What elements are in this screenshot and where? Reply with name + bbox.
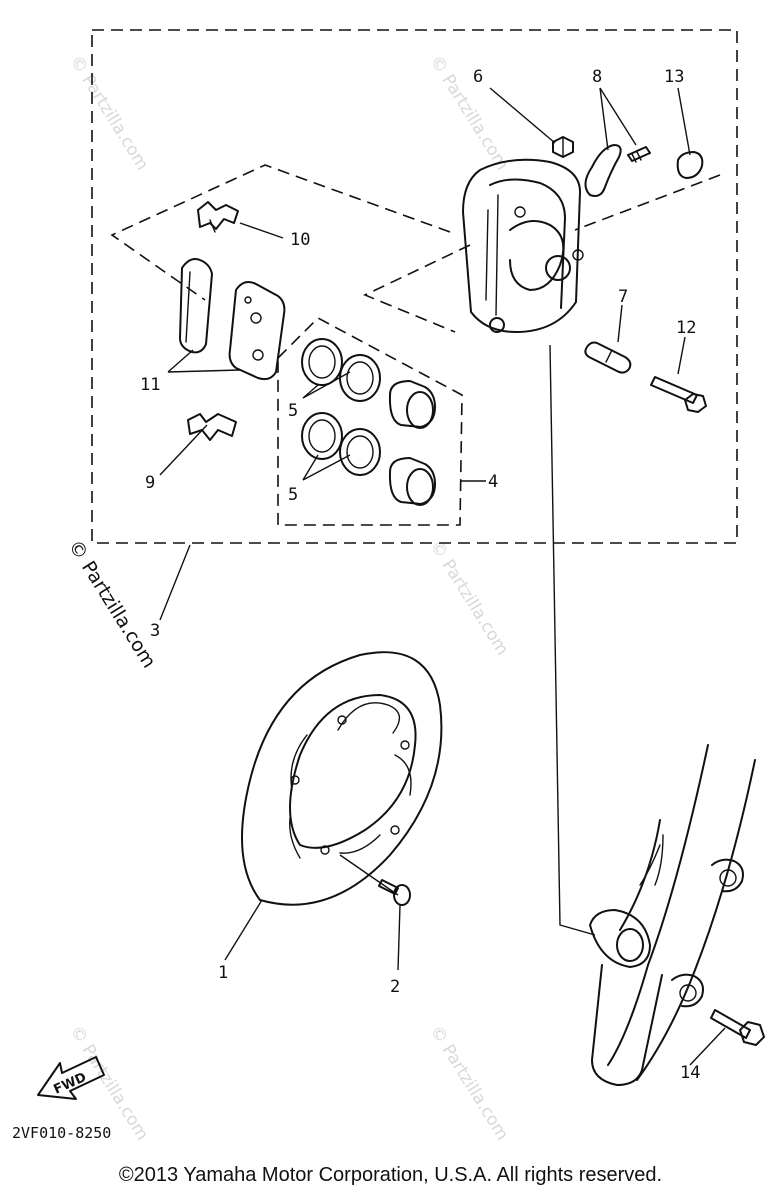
callout-label: 11: [140, 375, 160, 395]
callout-label: 10: [290, 230, 310, 250]
callout-label: 7: [618, 287, 628, 307]
front-fork-leg: [589, 744, 756, 1086]
watermark: © Partzilla.com: [426, 537, 512, 659]
fwd-label: FWD: [52, 1070, 89, 1098]
copyright-footer: ©2013 Yamaha Motor Corporation, U.S.A. A…: [118, 1164, 663, 1186]
callout-label: 5: [288, 485, 298, 505]
callout-label: 13: [664, 67, 684, 87]
caliper-pin: [584, 341, 632, 374]
watermark: © Partzilla.com: [66, 52, 152, 174]
watermark: © Partzilla.com: [426, 1022, 512, 1144]
caliper-cap: [676, 151, 704, 179]
callout-label: 1: [218, 963, 228, 983]
pistons: [388, 380, 436, 506]
bleed-screw: [552, 136, 574, 158]
hose-guide: [584, 144, 651, 197]
callout-label: 2: [390, 977, 400, 997]
callout-label: 5: [288, 401, 298, 421]
caliper-group-outline: [363, 244, 471, 333]
fork-bolt: [710, 1009, 765, 1046]
caliper-bolt: [650, 376, 707, 413]
diagram-code: 2VF010-8250: [12, 1124, 111, 1142]
caliper-front-dash: [574, 174, 721, 231]
watermark: © Partzilla.com: [426, 52, 512, 174]
callout-label: 14: [680, 1063, 700, 1083]
callout-label: 12: [676, 318, 696, 338]
watermarks: © Partzilla.com © Partzilla.com © Partzi…: [66, 52, 512, 1144]
caliper-body: [462, 158, 584, 333]
callout-label: 8: [592, 67, 602, 87]
piston-seals: [301, 338, 381, 476]
seal-kit-box: [277, 317, 463, 526]
brake-disc: [241, 651, 443, 906]
watermark-dark: © Partzilla.com: [64, 536, 160, 672]
callout-label: 4: [488, 472, 498, 492]
callout-label: 9: [145, 473, 155, 493]
callout-label: 3: [150, 621, 160, 641]
pad-group-outline: [110, 164, 451, 301]
callouts: 1 2 3 4 5 5 6 7 8 9 10 11 12 13 14: [140, 67, 700, 1083]
pad-spring-bottom: [187, 413, 237, 441]
pad-spring-top: [197, 201, 239, 233]
caliper-assembly-box: [91, 29, 738, 544]
disc-screw: [378, 879, 411, 906]
brake-pads: [179, 258, 286, 381]
callout-label: 6: [473, 67, 483, 87]
leader-lines: [159, 87, 726, 1066]
